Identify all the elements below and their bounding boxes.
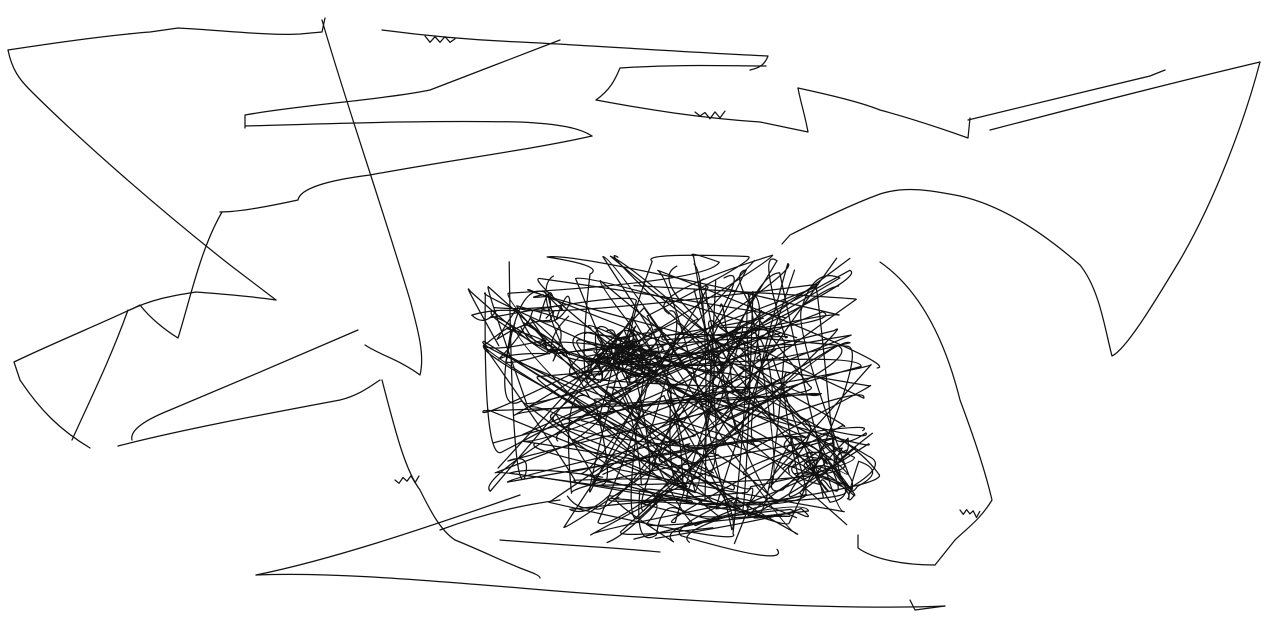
scribble-stroke: [487, 286, 852, 513]
scribble-stroke: [321, 19, 423, 376]
scribble-stroke: [593, 329, 658, 378]
scribble-stroke: [590, 497, 798, 544]
scribble-stroke: [7, 49, 277, 301]
scribble-stroke: [381, 29, 769, 71]
scribble-stroke: [522, 269, 853, 513]
scribble-stroke: [482, 269, 812, 512]
scribble-stroke: [686, 257, 877, 505]
scribble-stroke: [489, 265, 700, 493]
scribble-stroke: [467, 288, 551, 360]
scribble-stroke: [394, 475, 420, 484]
scribble-stroke: [576, 328, 663, 380]
scribble-stroke: [506, 292, 562, 362]
scribble-stroke: [782, 435, 854, 491]
scribble-stroke: [959, 508, 981, 519]
scribble-stroke: [879, 261, 993, 566]
scribble-stroke: [967, 69, 1166, 121]
scribble-stroke: [797, 87, 971, 139]
scribble-stroke: [244, 39, 561, 129]
scribble-stroke: [595, 64, 767, 101]
scribble-stroke: [608, 487, 808, 545]
scribble-stroke: [129, 291, 197, 311]
scribble-stroke: [678, 496, 791, 557]
scribble-stroke: [694, 110, 726, 120]
scribble-stroke: [770, 435, 854, 492]
scribble-stroke: [909, 599, 946, 611]
scribble-stroke: [117, 379, 381, 447]
scribble-stroke: [633, 284, 865, 516]
scribble-stroke: [381, 379, 456, 541]
scribble-stroke: [439, 499, 561, 531]
scribble-stroke: [507, 253, 720, 504]
scribble-stroke: [572, 329, 655, 384]
scribble-stroke: [7, 17, 326, 51]
scribble-stroke: [482, 257, 856, 490]
scribble-stroke: [533, 292, 571, 323]
scribble-stroke: [454, 539, 541, 579]
scribble-stroke: [139, 211, 223, 339]
scribble-stroke: [219, 135, 593, 213]
scribble-stroke: [536, 310, 872, 508]
scribble-stroke: [195, 291, 277, 301]
scribble-stroke: [787, 441, 835, 476]
scribble-stroke: [781, 188, 1081, 266]
scribble-stroke: [1079, 61, 1261, 357]
scribble-stroke: [471, 309, 570, 353]
scribble-stroke: [255, 494, 521, 576]
scribble-stroke: [499, 539, 661, 553]
scribble-stroke: [614, 497, 809, 543]
scribble-stroke: [585, 328, 653, 384]
scribble-stroke: [131, 329, 359, 441]
scribble-stroke: [595, 87, 809, 133]
scribble-stroke: [493, 290, 566, 364]
scribble-stroke: [13, 304, 141, 449]
scribble-stroke: [507, 254, 822, 481]
scribble-stroke: [794, 441, 874, 501]
scribble-stroke: [555, 259, 853, 525]
scribble-stroke: [482, 255, 799, 535]
scribble-stroke: [424, 35, 456, 43]
scribble-stroke: [989, 61, 1261, 131]
scribble-stroke: [71, 309, 129, 441]
scribble-stroke: [244, 120, 593, 137]
scribble-stroke: [255, 573, 946, 608]
scribble-stroke: [791, 432, 839, 492]
scribble-stroke: [496, 308, 555, 344]
scribble-stroke: [557, 258, 788, 510]
scribble-stroke: [788, 446, 857, 503]
scribble-stroke: [857, 534, 936, 566]
